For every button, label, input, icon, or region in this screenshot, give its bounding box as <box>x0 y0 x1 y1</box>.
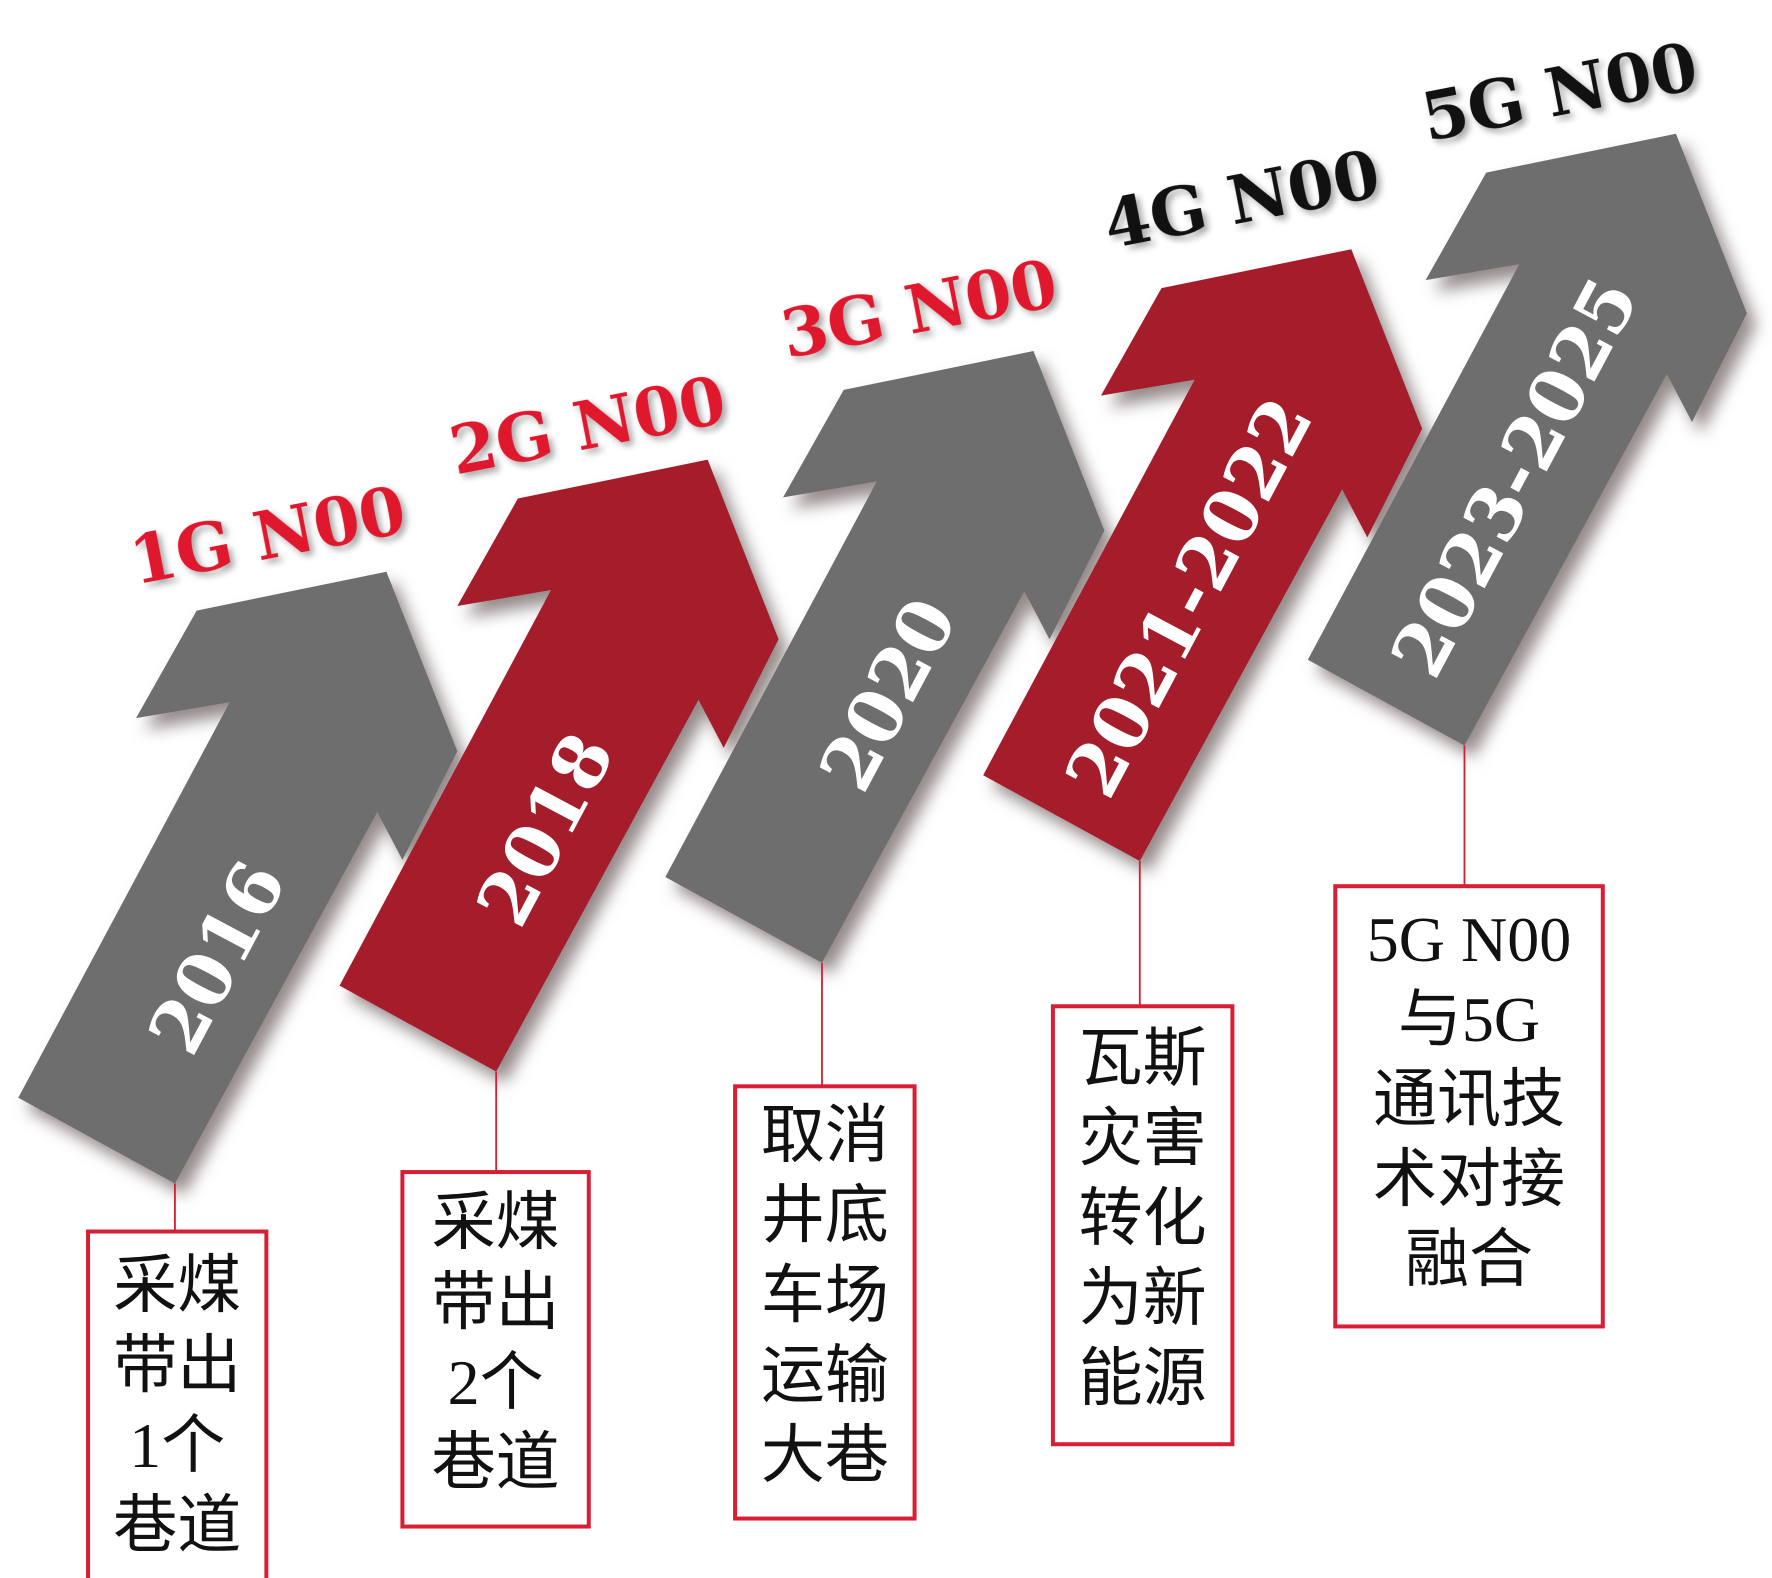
description-line: 带出 <box>432 1267 560 1338</box>
description-line: 巷道 <box>113 1490 241 1561</box>
connectors-layer <box>173 745 1466 1232</box>
description-line: 大巷 <box>761 1420 889 1491</box>
description-line: 融合 <box>1405 1224 1533 1295</box>
arrow-gray <box>1307 133 1747 746</box>
description-line: 术对接 <box>1373 1144 1565 1215</box>
description-box-border <box>86 1229 269 1578</box>
description-box-border <box>733 1084 917 1521</box>
description-box-border <box>1050 1004 1235 1447</box>
description-line: 2个 <box>448 1347 544 1418</box>
generation-label: 4G N00 <box>1098 134 1386 264</box>
description-line: 灾害 <box>1079 1103 1207 1174</box>
description-line: 取消 <box>761 1100 889 1171</box>
description-line: 为新 <box>1079 1263 1207 1334</box>
description-line: 通讯技 <box>1373 1064 1565 1135</box>
description-line: 采煤 <box>113 1250 241 1321</box>
arrow-gray <box>665 351 1105 963</box>
description-line: 井底 <box>761 1180 889 1251</box>
arrow-gray <box>18 571 458 1184</box>
description-line: 运输 <box>761 1340 889 1411</box>
description-box-border <box>400 1170 591 1529</box>
description-line: 巷道 <box>432 1427 560 1498</box>
arrow-red <box>339 459 779 1072</box>
arrow-red <box>983 249 1423 862</box>
description-line: 1个 <box>129 1410 225 1481</box>
description-line: 与5G <box>1398 984 1540 1055</box>
description-line: 车场 <box>761 1260 889 1331</box>
description-line: 5G N00 <box>1367 904 1571 975</box>
description-line: 采煤 <box>432 1187 560 1258</box>
description-line: 转化 <box>1079 1183 1207 1254</box>
description-line: 能源 <box>1079 1343 1207 1414</box>
description-line: 瓦斯 <box>1079 1023 1207 1094</box>
description-box-border <box>1333 884 1605 1329</box>
description-line: 带出 <box>113 1330 241 1401</box>
